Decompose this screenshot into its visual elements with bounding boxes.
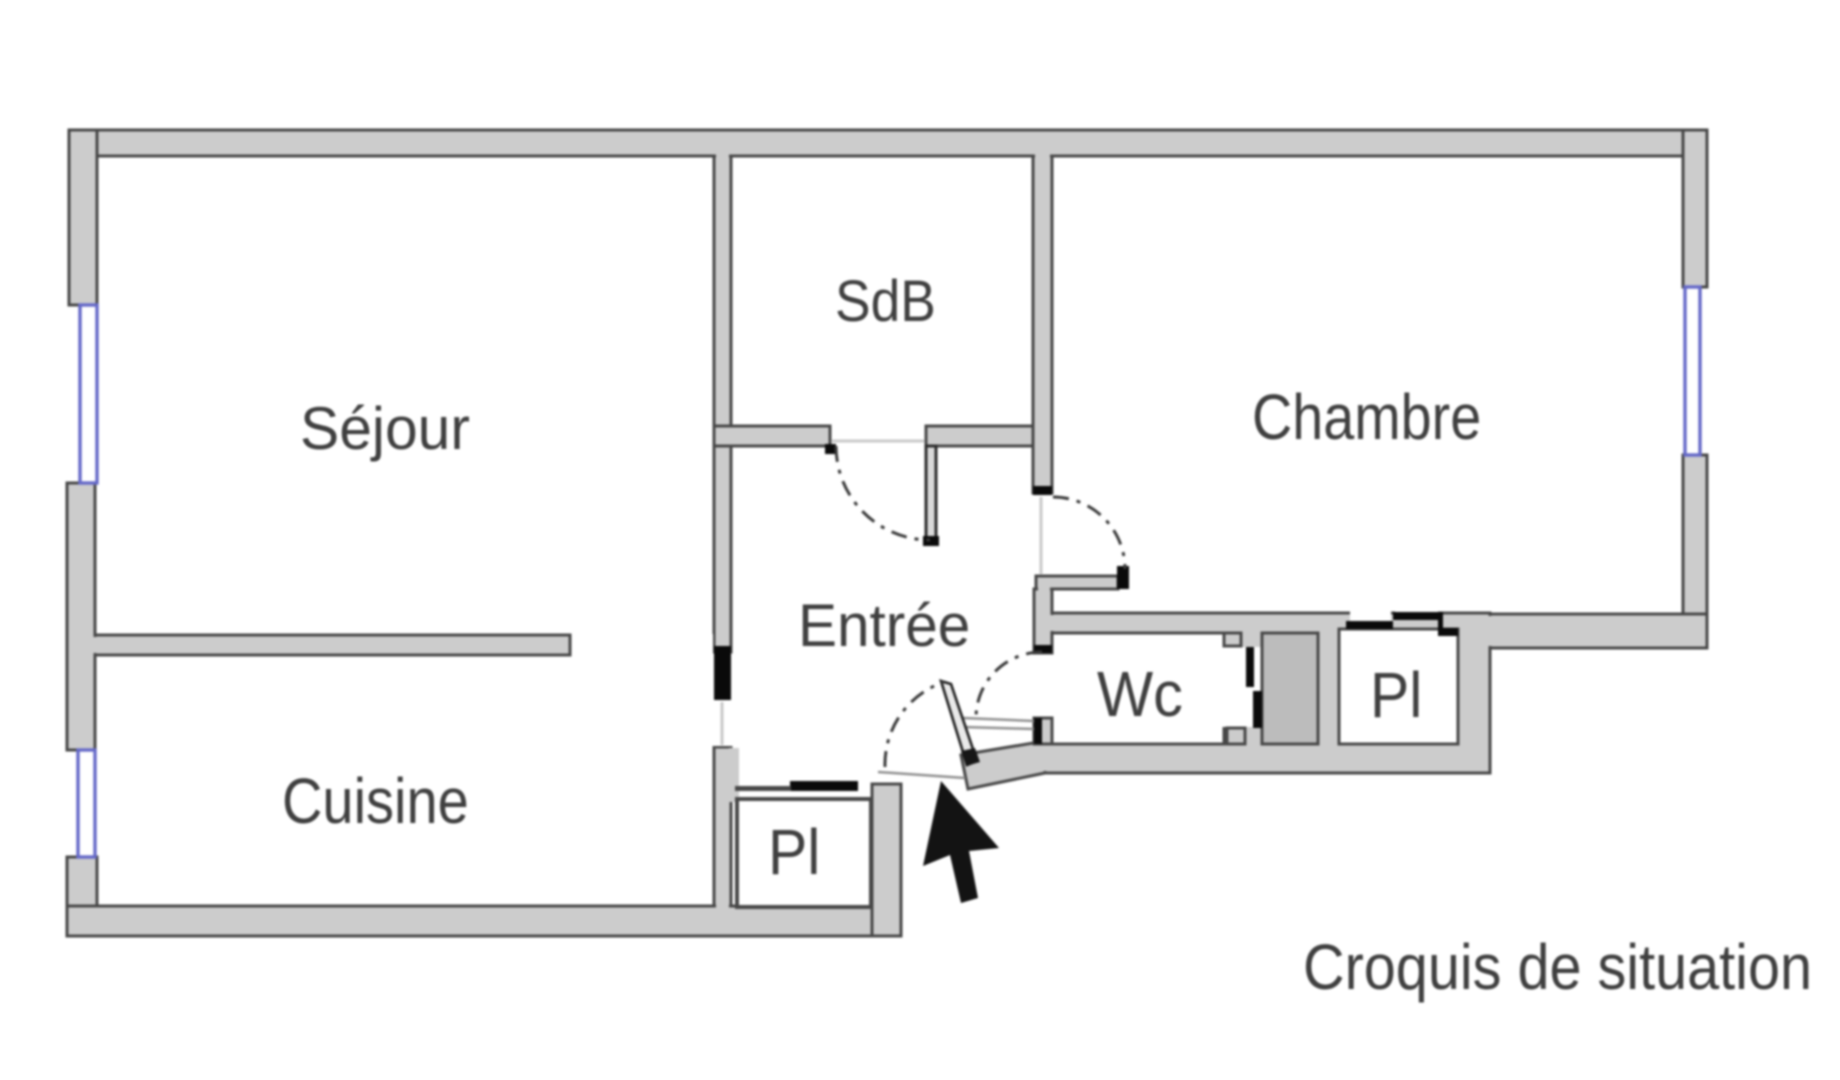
svg-text:Cuisine: Cuisine xyxy=(282,766,469,837)
svg-text:Séjour: Séjour xyxy=(300,394,470,462)
svg-text:Croquis de situation: Croquis de situation xyxy=(1303,931,1812,1002)
svg-text:Chambre: Chambre xyxy=(1252,381,1481,452)
svg-text:Pl: Pl xyxy=(1370,660,1422,732)
svg-text:Wc: Wc xyxy=(1097,659,1183,730)
svg-text:Pl: Pl xyxy=(768,817,820,889)
svg-text:SdB: SdB xyxy=(835,269,936,334)
svg-text:Entrée: Entrée xyxy=(798,591,970,659)
